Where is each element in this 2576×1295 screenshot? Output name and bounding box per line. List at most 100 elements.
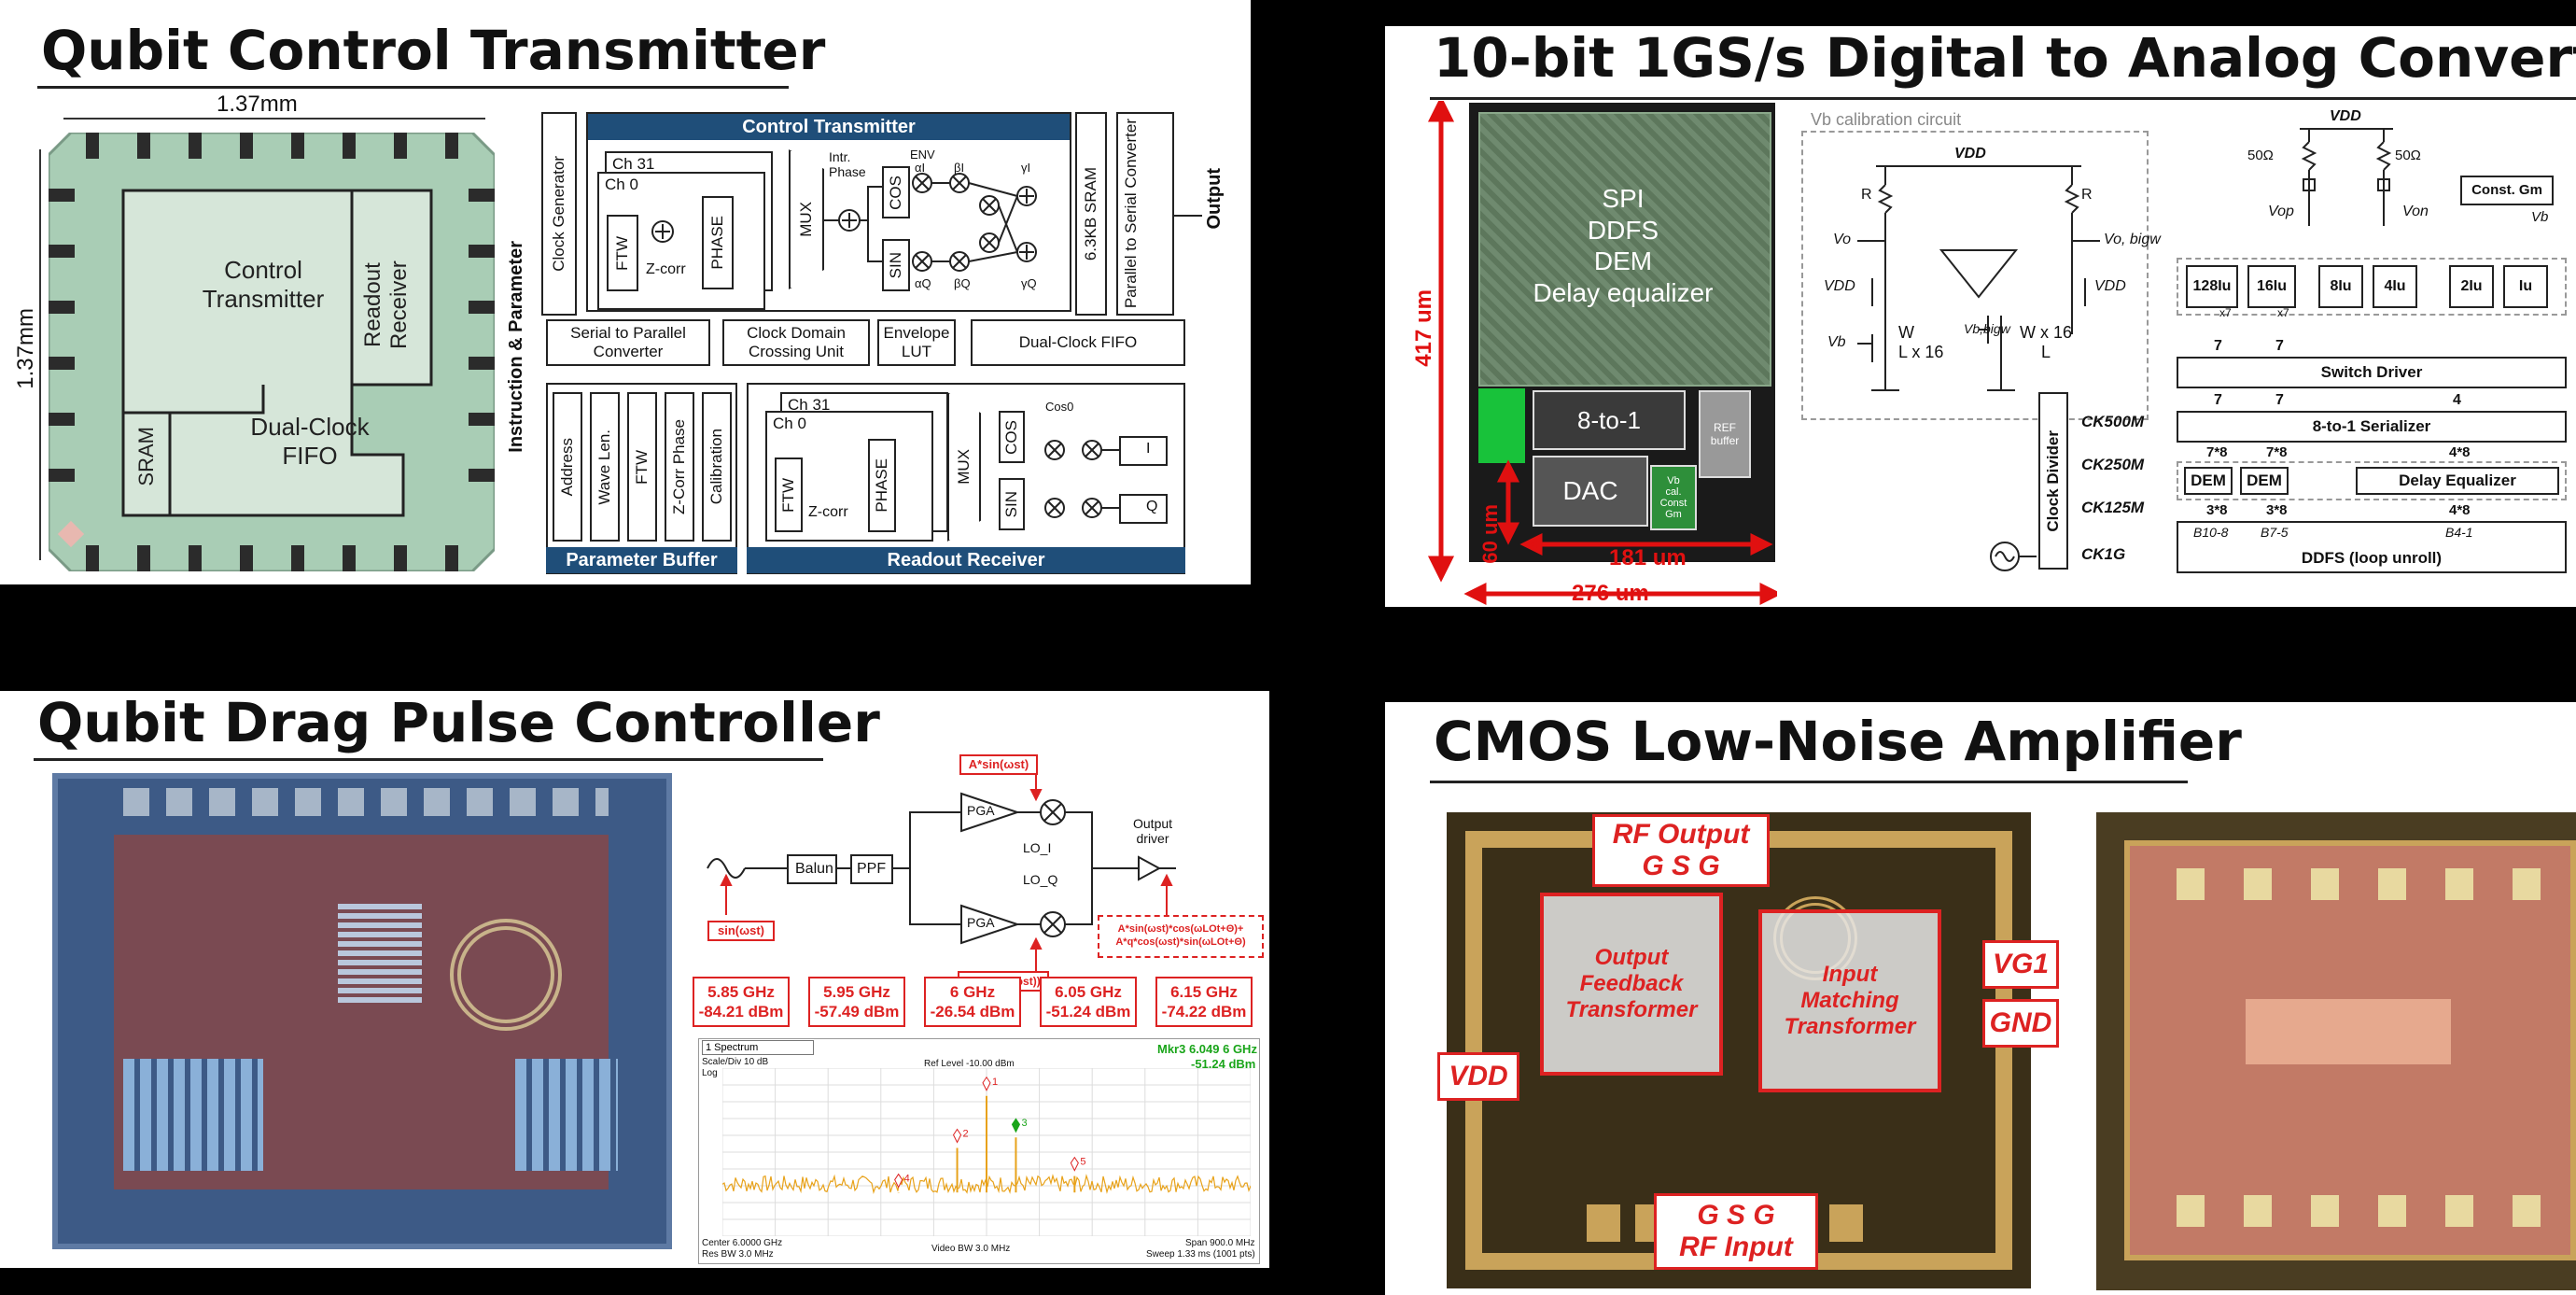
rr-sin-block: SIN [999,478,1025,530]
bus-38b: 3*8 [2266,502,2288,518]
cell-iu: Iu [2503,265,2548,308]
chip-outline-graphic [43,127,500,577]
spectrum-analyzer-screen [698,1038,1260,1264]
cell-2iu: 2Iu [2449,265,2494,308]
cos0-label: Cos0 [1045,400,1074,414]
beta-i-label: βI [954,161,965,175]
x7-label-a: x7 [2219,306,2232,319]
instruction-parameter-label: Instruction & Parameter [506,241,526,453]
vb-right-label: Vb [2531,209,2549,225]
rr-zcorr-label: Z-corr [808,504,848,520]
sa-sweep: Sweep 1.33 ms (1001 pts) [1146,1249,1255,1260]
r50b-label: 50Ω [2395,148,2421,163]
dual-clock-fifo-block: Dual-Clock FIFO [971,319,1185,366]
dimension-horizontal [63,118,485,120]
bus-7a: 7 [2214,338,2222,354]
rr-cos-block: COS [999,411,1025,463]
layout-spi: SPI [1602,184,1645,213]
sa-marker-number: 1 [992,1077,998,1088]
von-label: Von [2402,204,2429,219]
bus-7b: 7 [2275,338,2284,354]
lna2-center-circuit [2246,999,2451,1064]
i-output-label: I [1146,441,1151,457]
panel-title: CMOS Low-Noise Amplifier [1434,710,2242,773]
vdd-left-label: VDD [1824,278,1855,294]
env-label: ENV [910,148,935,162]
dem-row-frame [2177,461,2567,500]
drag-block-diagram [707,775,1176,971]
ct-adder-symbols [651,220,674,243]
sram-block: 6.3KB SRAM [1075,112,1107,316]
tone-box-4: 6.05 GHz-51.24 dBm [1040,977,1137,1027]
block-dual-clock-fifo: Dual-Clock FIFO [250,413,370,470]
lo-q-label: LO_Q [1023,872,1058,887]
sa-menu-dropdown[interactable]: 1 Spectrum [702,1040,814,1055]
tone-box-5: 6.15 GHz-74.22 dBm [1155,977,1253,1027]
pb-zcorr-phase: Z-Corr Phase [665,392,694,542]
b7-label: B7-5 [2261,525,2289,540]
sa-marker-diamond [982,1076,991,1091]
digital-core-labels: SPI DDFS DEM Delay equalizer [1478,183,1768,308]
chip-floorplan: Control Transmitter Readout Receiver Dua… [43,127,500,577]
switch-driver-block: Switch Driver [2177,357,2567,388]
bus-4: 4 [2453,392,2461,408]
a-sin-box: A*sin(ωst) [959,754,1038,775]
x7-label-b: x7 [2277,306,2289,319]
b10-label: B10-8 [2193,525,2229,540]
layout-delay-eq: Delay equalizer [1533,277,1714,307]
block-8to1: 8-to-1 [1533,390,1686,450]
bus-7c: 7 [2214,392,2222,408]
pb-wave-len: Wave Len. [590,392,620,542]
p2s-converter-block: Parallel to Serial Converter [1116,112,1174,316]
vo-label: Vo [1833,232,1851,247]
tone-box-2: 5.95 GHz-57.49 dBm [808,977,905,1027]
dim-276-label: 276 um [1572,581,1649,606]
delay-equalizer-block: Delay Equalizer [2356,467,2559,495]
sa-marker-diamond [1011,1118,1021,1133]
dem-block-2: DEM [2240,467,2289,495]
block-refbuf: REF buffer [1699,390,1751,478]
sin-block: SIN [882,239,910,291]
panel-dac: 10-bit 1GS/s Digital to Analog Converter… [1385,26,2576,607]
output-driver-label: Output driver [1133,816,1173,846]
sa-log: Log [702,1068,718,1078]
title-underline [34,758,823,761]
cell-4iu: 4Iu [2373,265,2417,308]
sa-marker-number: 5 [1080,1157,1085,1168]
sa-marker-diamond [1070,1156,1079,1172]
clock-generator-block: Clock Generator [541,112,577,316]
gnd-tag: GND [1982,999,2059,1048]
intr-phase-label: Intr. Phase [829,149,866,179]
rr-ftw-block: FTW [775,457,803,532]
sa-span: Span 900.0 MHz [1185,1238,1255,1248]
dimension-vertical [39,149,41,560]
parameter-buffer-header: Parameter Buffer [546,547,737,573]
zcorr-label: Z-corr [646,261,686,277]
layout-ddfs: DDFS [1587,215,1659,245]
readout-receiver-header: Readout Receiver [747,547,1185,573]
control-transmitter-header: Control Transmitter [588,114,1070,140]
panel-title: Qubit Drag Pulse Controller [37,691,880,754]
green-region [1478,388,1525,463]
rr-phase-block: PHASE [868,439,896,532]
ck250-label: CK250M [2081,456,2145,473]
output-equation-box: A*sin(ωst)*cos(ωLOt+Θ)+ A*q*cos(ωst)*sin… [1098,915,1264,958]
bus-48a: 4*8 [2449,444,2471,460]
block-control-transmitter: Control Transmitter [202,256,325,313]
vb-cal-label: Vb calibration circuit [1811,110,1962,129]
bus-78b: 7*8 [2266,444,2288,460]
title-underline [1430,781,2188,783]
r-right: R [2081,187,2093,203]
dimension-h-label: 1.37mm [217,91,298,117]
panel-title: 10-bit 1GS/s Digital to Analog Converter [1434,26,2576,90]
ddfs-block: DDFS (loop unroll) [2177,521,2567,573]
bus-48b: 4*8 [2449,502,2471,518]
cos-block: COS [882,166,910,218]
title-underline [37,86,789,89]
sa-marker-number: 4 [904,1174,910,1185]
q-output-label: Q [1146,499,1158,514]
ck125-label: CK125M [2081,499,2145,516]
block-dac: DAC [1533,456,1648,527]
vdd-tag: VDD [1437,1052,1519,1101]
